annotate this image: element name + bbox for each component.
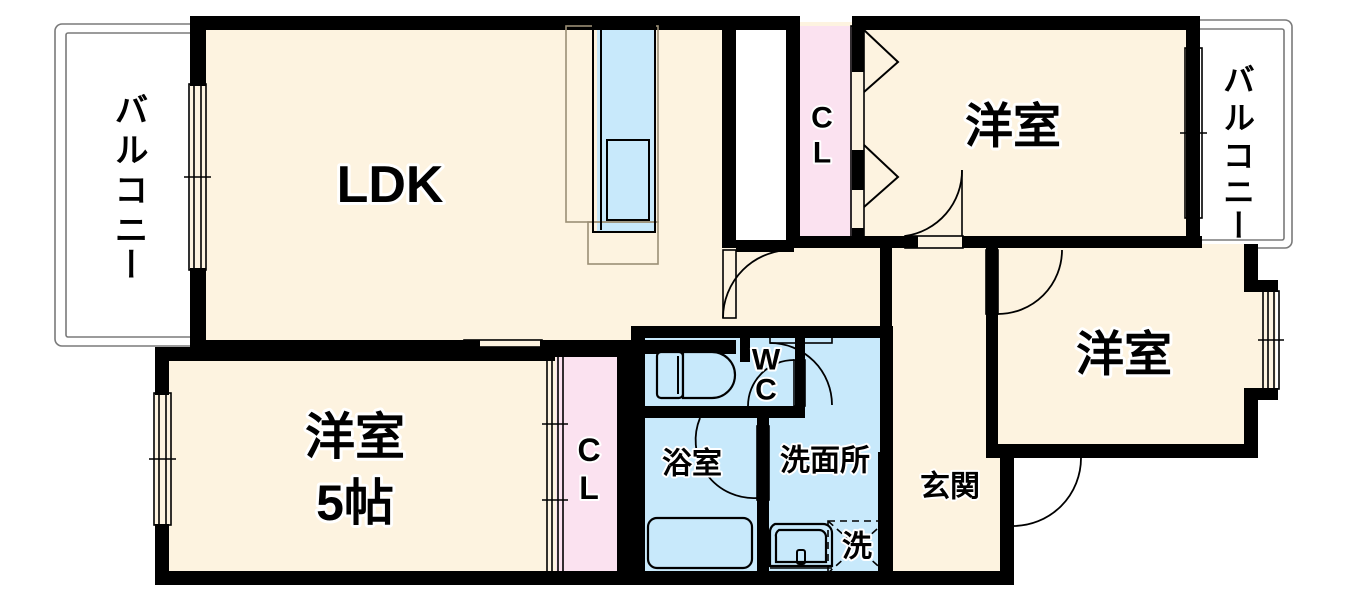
closet-top-doors: [850, 25, 900, 242]
kitchen-counter-fixture: [565, 25, 659, 265]
balcony-right-ch-4: ー: [1219, 209, 1255, 243]
wall-bedroom-left-top: [155, 347, 555, 361]
room-label-ldk: LDK: [337, 156, 444, 214]
door-ldk-hallway: [722, 249, 792, 319]
wall-toilet-right: [795, 332, 805, 418]
wall-closet-top-right-b: [852, 150, 864, 190]
closet-left-doors: [542, 354, 568, 581]
wall-ldk-right: [722, 16, 736, 248]
wall-wet-left: [631, 326, 645, 585]
door-toilet: [747, 359, 806, 407]
balcony-label-left: バ ル コ ニ ー: [109, 92, 147, 283]
room-label-bedroom-right: 洋室: [1076, 329, 1172, 382]
wall-bay-top: [1244, 280, 1278, 292]
wall-entrance-bottom: [890, 571, 1014, 585]
closet-label-top: C L: [809, 100, 835, 172]
closet-left-fill: [556, 352, 628, 582]
closet-left-l: L: [579, 470, 599, 506]
room-label-bedroom-left-size: 5帖: [316, 475, 394, 531]
wall-bath-divider-upper: [757, 418, 769, 508]
room-label-entrance: 玄関: [920, 470, 980, 504]
room-label-toilet: W C: [750, 342, 783, 409]
wall-closet-top-right-a: [852, 16, 864, 72]
window-bay-right: [1258, 290, 1284, 390]
wall-wet-top: [631, 326, 893, 338]
closet-top-fill: [798, 26, 852, 241]
door-bathroom: [694, 417, 770, 501]
balcony-left-ch-3: ニ: [109, 212, 147, 248]
room-label-bedroom-left: 洋室: [305, 409, 405, 465]
room-label-bathroom: 浴室: [662, 447, 722, 481]
balcony-right: [1181, 19, 1293, 249]
balcony-right-ch-1: ル: [1219, 101, 1255, 135]
vanity-sink-fixture: [768, 522, 834, 569]
sliding-door-bedroom-top: [461, 346, 543, 361]
wall-bedroom-top-bottom-a: [786, 236, 918, 248]
washer-space-fixture: [827, 520, 887, 574]
balcony-left-ch-2: コ: [109, 172, 147, 208]
room-label-bedroom-top: 洋室: [965, 101, 1061, 154]
toilet-fixture: [655, 350, 737, 400]
toilet-label-w: W: [752, 344, 781, 377]
wall-toilet-divider: [740, 332, 750, 362]
wall-corridor-top-stub: [736, 240, 794, 252]
bedroom-right-floor: [995, 244, 1257, 452]
balcony-right-ch-3: ニ: [1219, 175, 1255, 209]
wall-top-bedroom: [852, 16, 1200, 30]
wall-bath-divider-lower: [757, 508, 769, 585]
wall-top-ldk: [190, 16, 800, 30]
wall-bay-bottom: [1244, 388, 1278, 400]
balcony-left-ch-4: ー: [109, 247, 147, 283]
washer-label: 洗: [842, 531, 872, 564]
wall-ldk-left-upper: [190, 16, 206, 86]
wall-entrance-right: [1000, 458, 1014, 585]
closet-left-c: C: [577, 432, 600, 468]
window-bedroom-left: [149, 392, 176, 526]
wall-entrance-left: [878, 452, 892, 585]
wall-bedroom-right-left: [986, 244, 998, 456]
wall-bedroom-right-lower: [1244, 388, 1258, 456]
wall-closet-top-left: [786, 16, 800, 248]
window-bedroom-top-right: [1180, 47, 1207, 219]
wall-bedroom-top-bottom-b: [962, 236, 1202, 248]
wall-right-bedroom-top: [1186, 16, 1200, 248]
door-bedroom-top: [904, 169, 964, 249]
balcony-left-ch-1: ル: [109, 132, 147, 168]
wall-bedroom-left-lower: [155, 524, 169, 585]
balcony-left-ch-0: バ: [109, 92, 147, 128]
closet-top-l: L: [813, 137, 831, 170]
kitchen-sink-floor: [597, 26, 655, 233]
wall-bedroom-left-bottom: [155, 571, 645, 585]
closet-label-left: C L: [575, 430, 602, 508]
balcony-right-ch-2: コ: [1219, 139, 1255, 173]
wall-closet-left-right: [617, 347, 631, 585]
window-ldk-left: [184, 83, 211, 271]
entrance-floor: [890, 452, 1012, 585]
balcony-right-ch-0: バ: [1219, 63, 1255, 97]
wall-closet-left-top: [555, 347, 631, 357]
door-washroom: [769, 331, 833, 406]
wall-ldk-left-lower: [190, 268, 206, 354]
room-label-washroom: 洗面所: [780, 445, 870, 478]
toilet-label-c: C: [755, 374, 777, 407]
door-entrance: [1000, 457, 1082, 527]
bedroom-left-floor: [155, 347, 630, 585]
closet-top-c: C: [811, 102, 833, 135]
bathtub-fixture: [646, 516, 754, 570]
wall-bedroom-right-bottom: [986, 444, 1258, 458]
door-bedroom-right: [985, 249, 1063, 315]
balcony-label-right: バ ル コ ニ ー: [1219, 63, 1255, 243]
wall-toilet-bottom: [645, 406, 795, 418]
